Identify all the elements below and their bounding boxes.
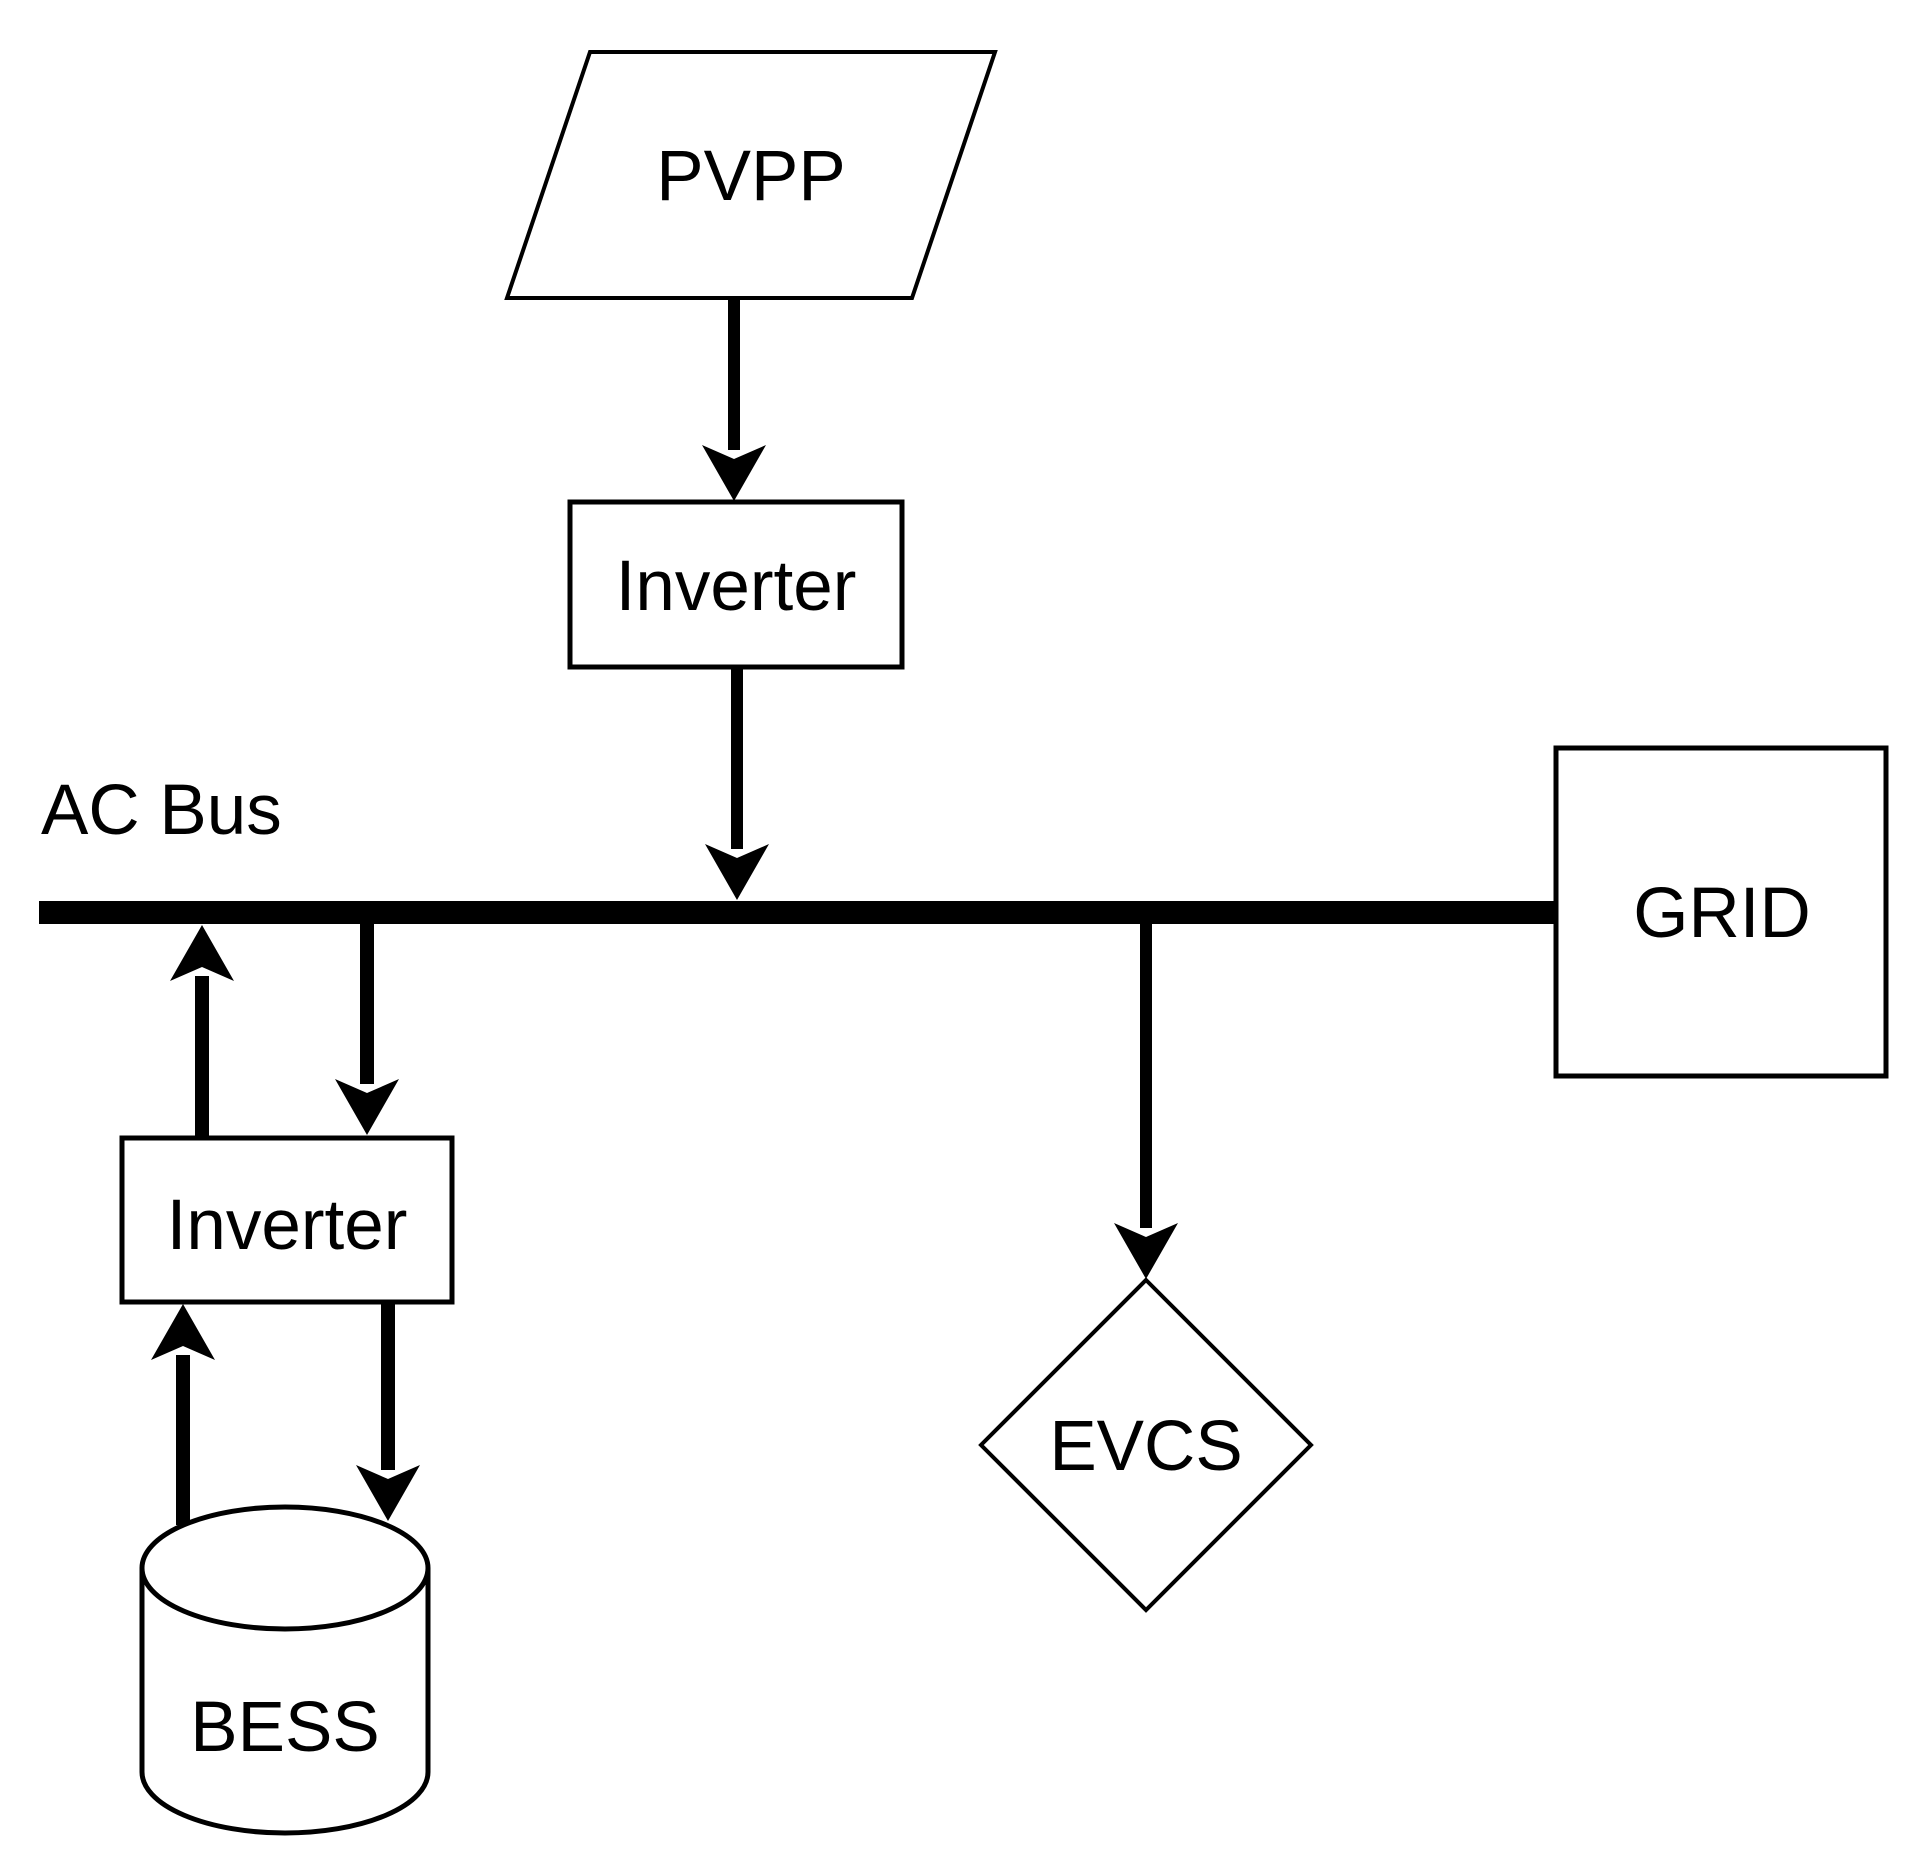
ac-bus-label: AC Bus [41, 771, 282, 850]
arrowhead-down-icon [356, 1465, 420, 1521]
arrowhead-down-icon [705, 844, 769, 900]
battery-inverter-shape [119, 1135, 455, 1305]
evcs-node: EVCS [978, 1277, 1314, 1613]
arrowhead-down-icon [335, 1079, 399, 1135]
bess-cylinder-top [139, 1504, 431, 1632]
arrow-bus-to-battery-inverter [335, 923, 399, 1135]
arrowhead-up-icon [151, 1304, 215, 1360]
arrow-pv-inverter-to-bus [705, 667, 769, 900]
evcs-shape [978, 1277, 1314, 1613]
grid-label: GRID [1633, 874, 1811, 953]
pvpp-label: PVPP [656, 137, 845, 216]
pvpp-node: PVPP [504, 50, 998, 300]
arrowhead-up-icon [170, 925, 234, 981]
evcs-label: EVCS [1049, 1407, 1242, 1486]
arrowhead-down-icon [1114, 1223, 1178, 1279]
battery-inverter-node: Inverter [119, 1135, 455, 1305]
grid-shape [1553, 745, 1889, 1079]
ac-bus-line [39, 901, 1556, 924]
arrow-bess-to-battery-inverter [151, 1304, 215, 1525]
grid-node: GRID [1553, 745, 1889, 1079]
pvpp-shape [504, 50, 998, 300]
arrow-battery-inverter-to-bess [356, 1301, 420, 1521]
pv-inverter-shape [567, 499, 905, 670]
arrowhead-down-icon [702, 445, 766, 501]
bess-label: BESS [190, 1688, 379, 1767]
arrow-pvpp-to-pv-inverter [702, 297, 766, 501]
arrow-bus-to-evcs [1114, 924, 1178, 1279]
bess-cylinder-body [139, 1568, 431, 1836]
bess-node: BESS [139, 1504, 431, 1836]
pv-inverter-label: Inverter [616, 547, 857, 626]
pv-inverter-node: Inverter [567, 499, 905, 670]
arrow-battery-inverter-to-bus [170, 925, 234, 1138]
battery-inverter-label: Inverter [167, 1186, 408, 1265]
